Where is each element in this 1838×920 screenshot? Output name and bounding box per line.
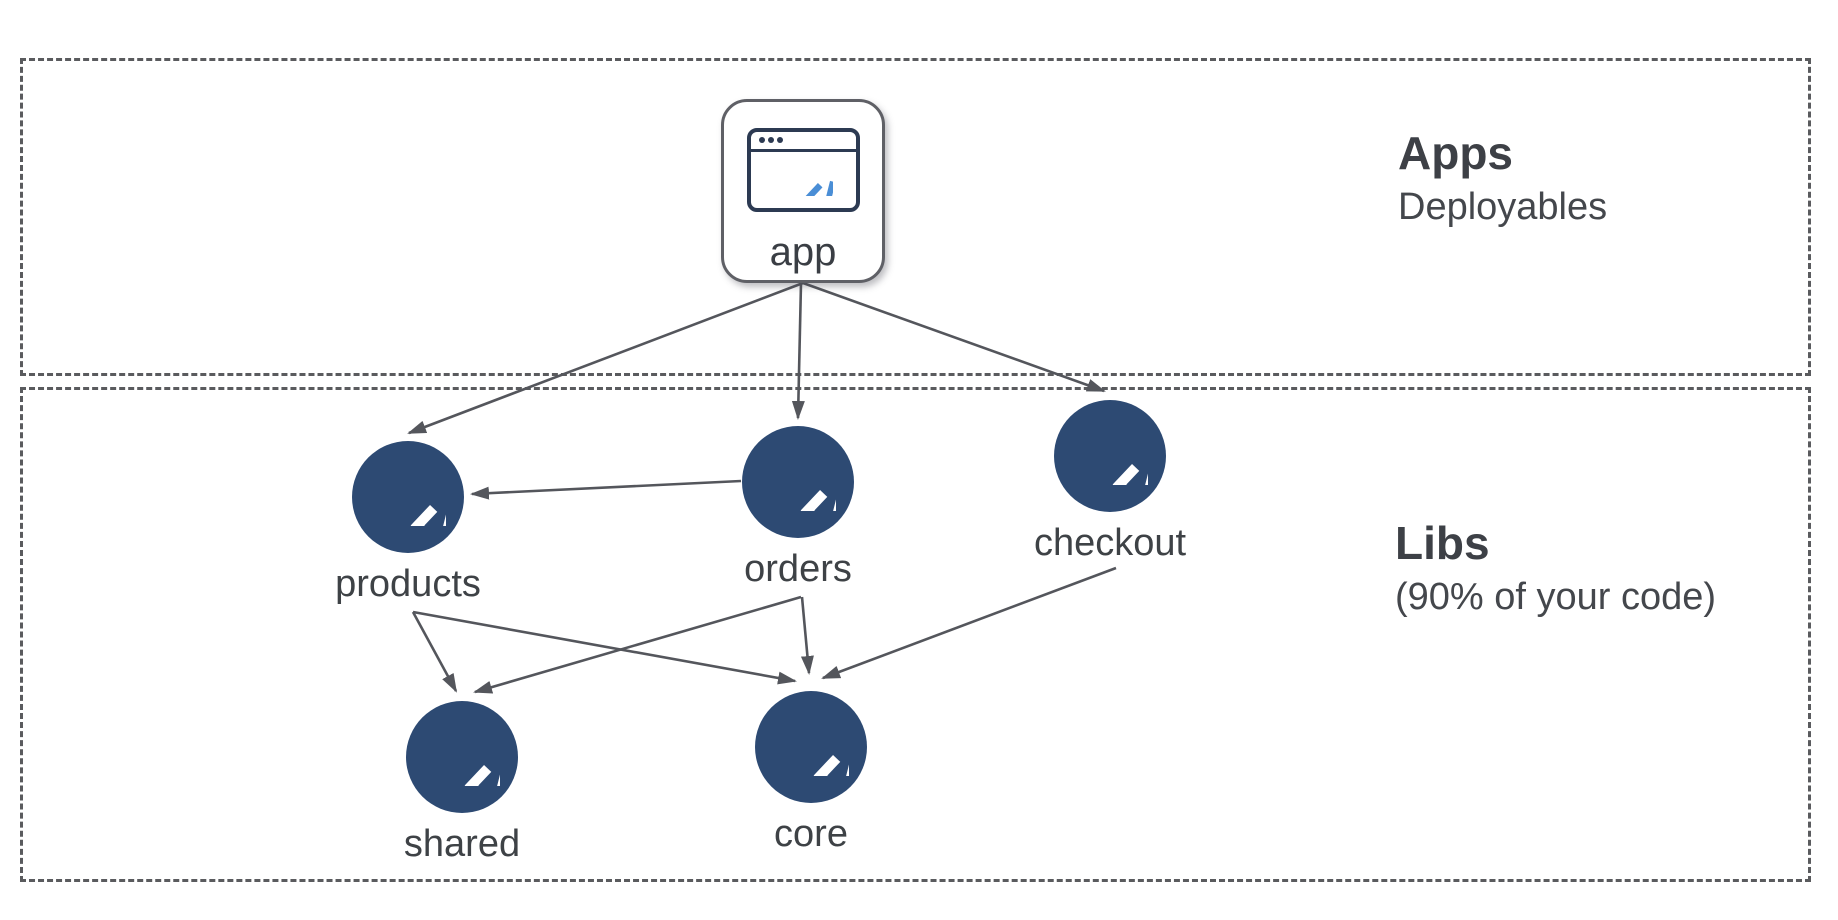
checkout-circle <box>1054 400 1166 512</box>
products-circle <box>352 441 464 553</box>
edge-orders-products <box>470 479 742 500</box>
apps-section-subtitle: Deployables <box>1398 185 1608 228</box>
node-shared: shared <box>404 701 520 865</box>
edge-app-orders <box>791 282 805 420</box>
edge-orders-core <box>800 596 814 675</box>
edge-orders-shared <box>473 595 802 694</box>
code-icon <box>773 718 849 776</box>
node-orders: orders <box>742 426 854 590</box>
libs-section-title: Libs <box>1395 517 1490 569</box>
orders-circle <box>742 426 854 538</box>
edge-app-products <box>407 281 804 435</box>
node-checkout-label: checkout <box>1033 522 1187 564</box>
apps-section-title: Apps <box>1398 127 1513 179</box>
shared-circle <box>406 701 518 813</box>
node-shared-label: shared <box>403 823 521 865</box>
browser-dots-icon <box>759 137 783 143</box>
code-icon <box>370 468 446 526</box>
core-circle <box>755 691 867 803</box>
code-icon <box>760 453 836 511</box>
apps-section-label: Apps Deployables <box>1398 127 1608 228</box>
node-checkout: checkout <box>1034 400 1186 564</box>
node-orders-label: orders <box>744 548 852 590</box>
node-app: app <box>721 99 885 283</box>
browser-window-icon <box>747 128 860 212</box>
code-icon <box>775 160 833 196</box>
apps-section-frame <box>20 58 1811 376</box>
edge-checkout-core <box>821 566 1117 680</box>
node-core: core <box>755 691 867 855</box>
node-products: products <box>335 441 481 605</box>
browser-topbar <box>751 132 856 152</box>
edge-app-checkout <box>802 281 1106 393</box>
libs-section-label: Libs (90% of your code) <box>1395 517 1717 618</box>
node-app-label: app <box>769 230 837 274</box>
code-icon <box>424 728 500 786</box>
node-products-label: products <box>335 563 481 605</box>
edge-products-shared <box>411 611 458 693</box>
node-core-label: core <box>774 813 848 855</box>
libs-section-frame <box>20 387 1811 882</box>
code-icon <box>1072 427 1148 485</box>
edge-products-core <box>412 610 797 685</box>
libs-section-subtitle: (90% of your code) <box>1395 575 1717 618</box>
